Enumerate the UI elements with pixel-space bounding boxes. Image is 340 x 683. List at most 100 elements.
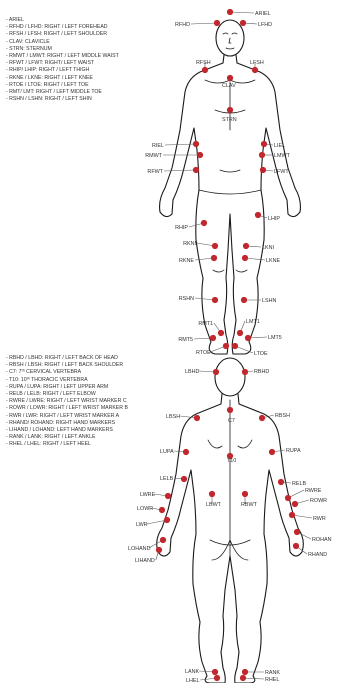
marker-label: RUPA bbox=[286, 448, 301, 454]
back-marker-lwre: LWRE bbox=[140, 492, 171, 499]
front-marker-riel: RIEL bbox=[152, 141, 199, 149]
marker-dot bbox=[259, 152, 265, 158]
marker-label: LMT1 bbox=[246, 319, 260, 325]
marker-label: LWRE bbox=[140, 492, 156, 498]
marker-dot bbox=[269, 449, 275, 455]
marker-label: RWRE bbox=[305, 488, 322, 494]
marker-dot bbox=[194, 415, 200, 421]
front-marker-liel: LIEL bbox=[261, 141, 285, 149]
marker-dot bbox=[193, 141, 199, 147]
front-marker-rfhd: RFHD bbox=[175, 20, 220, 28]
marker-label: LBSH bbox=[166, 414, 180, 420]
marker-label: RBWT bbox=[241, 502, 258, 508]
marker-dot bbox=[214, 20, 220, 26]
marker-dot bbox=[202, 67, 208, 73]
marker-dot bbox=[164, 517, 170, 523]
marker-label: RHAND bbox=[308, 552, 327, 558]
marker-dot bbox=[242, 255, 248, 261]
marker-dot bbox=[294, 529, 300, 535]
marker-dot bbox=[241, 297, 247, 303]
marker-dot bbox=[259, 415, 265, 421]
front-marker-lfwt: LFWT bbox=[260, 167, 289, 175]
marker-label: LKNE bbox=[266, 258, 280, 264]
back-marker-lowr: LOWR bbox=[137, 506, 165, 513]
marker-label: LBHD bbox=[185, 369, 199, 375]
back-marker-c7: C7 bbox=[227, 407, 235, 424]
back-marker-lbhd: LBHD bbox=[185, 369, 219, 375]
front-marker-lmt5: LMT5 bbox=[245, 335, 282, 341]
back-marker-rbhd: RBHD bbox=[242, 369, 269, 375]
marker-dot bbox=[156, 547, 162, 553]
leader-line bbox=[243, 678, 264, 679]
marker-label: RHEL bbox=[265, 677, 279, 683]
back-marker-lelb: LELB bbox=[160, 476, 187, 482]
front-marker-rfwt: RFWT bbox=[147, 167, 199, 175]
marker-dot bbox=[210, 335, 216, 341]
marker-dot bbox=[255, 212, 261, 218]
front-marker-lfhd: LFHD bbox=[240, 20, 272, 28]
marker-label: LSHN bbox=[262, 298, 276, 304]
back-marker-rank: RANK bbox=[242, 669, 280, 676]
front-marker-rhip: RHIP bbox=[175, 220, 207, 231]
marker-dot bbox=[227, 407, 233, 413]
marker-dot bbox=[285, 495, 291, 501]
marker-dot bbox=[293, 543, 299, 549]
marker-label: RFHD bbox=[175, 22, 190, 28]
marker-dot bbox=[289, 512, 295, 518]
marker-dot bbox=[237, 330, 243, 336]
marker-dot bbox=[212, 297, 218, 303]
marker-dot bbox=[260, 167, 266, 173]
marker-dot bbox=[212, 669, 218, 675]
marker-dot bbox=[232, 343, 238, 349]
marker-label: RANK bbox=[265, 670, 280, 676]
marker-dot bbox=[181, 476, 187, 482]
front-marker-lhip: LHIP bbox=[255, 212, 280, 222]
marker-label: LKNI bbox=[262, 245, 274, 251]
marker-label: LOWR bbox=[137, 506, 153, 512]
marker-label: RFSH bbox=[196, 60, 211, 66]
back-marker-relb: RELB bbox=[278, 479, 307, 487]
marker-label: LOHAND bbox=[128, 546, 151, 552]
marker-label: RMWT bbox=[145, 153, 162, 159]
front-marker-rkni: RKNI bbox=[183, 241, 218, 249]
back-marker-rohan: ROHAN bbox=[294, 529, 332, 543]
marker-dot bbox=[212, 243, 218, 249]
marker-dot bbox=[209, 491, 215, 497]
back-marker-rbwt: RBWT bbox=[241, 491, 258, 508]
front-marker-ariel: ARIEL bbox=[227, 9, 271, 17]
marker-dot bbox=[211, 255, 217, 261]
marker-dot bbox=[227, 9, 233, 15]
marker-label: STRN bbox=[222, 117, 237, 123]
marker-dot bbox=[278, 479, 284, 485]
marker-dot bbox=[292, 501, 298, 507]
marker-dot bbox=[261, 141, 267, 147]
front-marker-strn: STRN bbox=[222, 107, 237, 123]
marker-label: LIEL bbox=[274, 143, 285, 149]
marker-dot bbox=[183, 449, 189, 455]
leader-line bbox=[191, 23, 217, 24]
marker-dot bbox=[242, 369, 248, 375]
marker-dot bbox=[242, 669, 248, 675]
marker-label: CLAV bbox=[222, 83, 236, 89]
marker-label: RSHN bbox=[179, 296, 194, 302]
back-marker-lhel: LHEL bbox=[186, 675, 220, 683]
marker-label: LMWT bbox=[274, 153, 291, 159]
marker-dot bbox=[242, 491, 248, 497]
front-marker-rshn: RSHN bbox=[179, 296, 218, 303]
marker-label: RKNI bbox=[183, 241, 196, 247]
front-marker-lmt1: LMT1 bbox=[237, 319, 260, 336]
marker-label: RFWT bbox=[147, 169, 163, 175]
leader-line bbox=[165, 144, 196, 145]
marker-dot bbox=[243, 243, 249, 249]
marker-dot bbox=[227, 75, 233, 81]
marker-label: RELB bbox=[292, 481, 306, 487]
marker-label: ARIEL bbox=[255, 11, 271, 17]
marker-label: RMT5 bbox=[178, 337, 193, 343]
marker-dot bbox=[223, 343, 229, 349]
marker-label: LFSH bbox=[250, 60, 264, 66]
marker-label: T10 bbox=[227, 458, 236, 464]
marker-label: LWR bbox=[136, 522, 148, 528]
marker-label: RKNE bbox=[179, 258, 194, 264]
marker-label: LIHAND bbox=[135, 558, 155, 564]
